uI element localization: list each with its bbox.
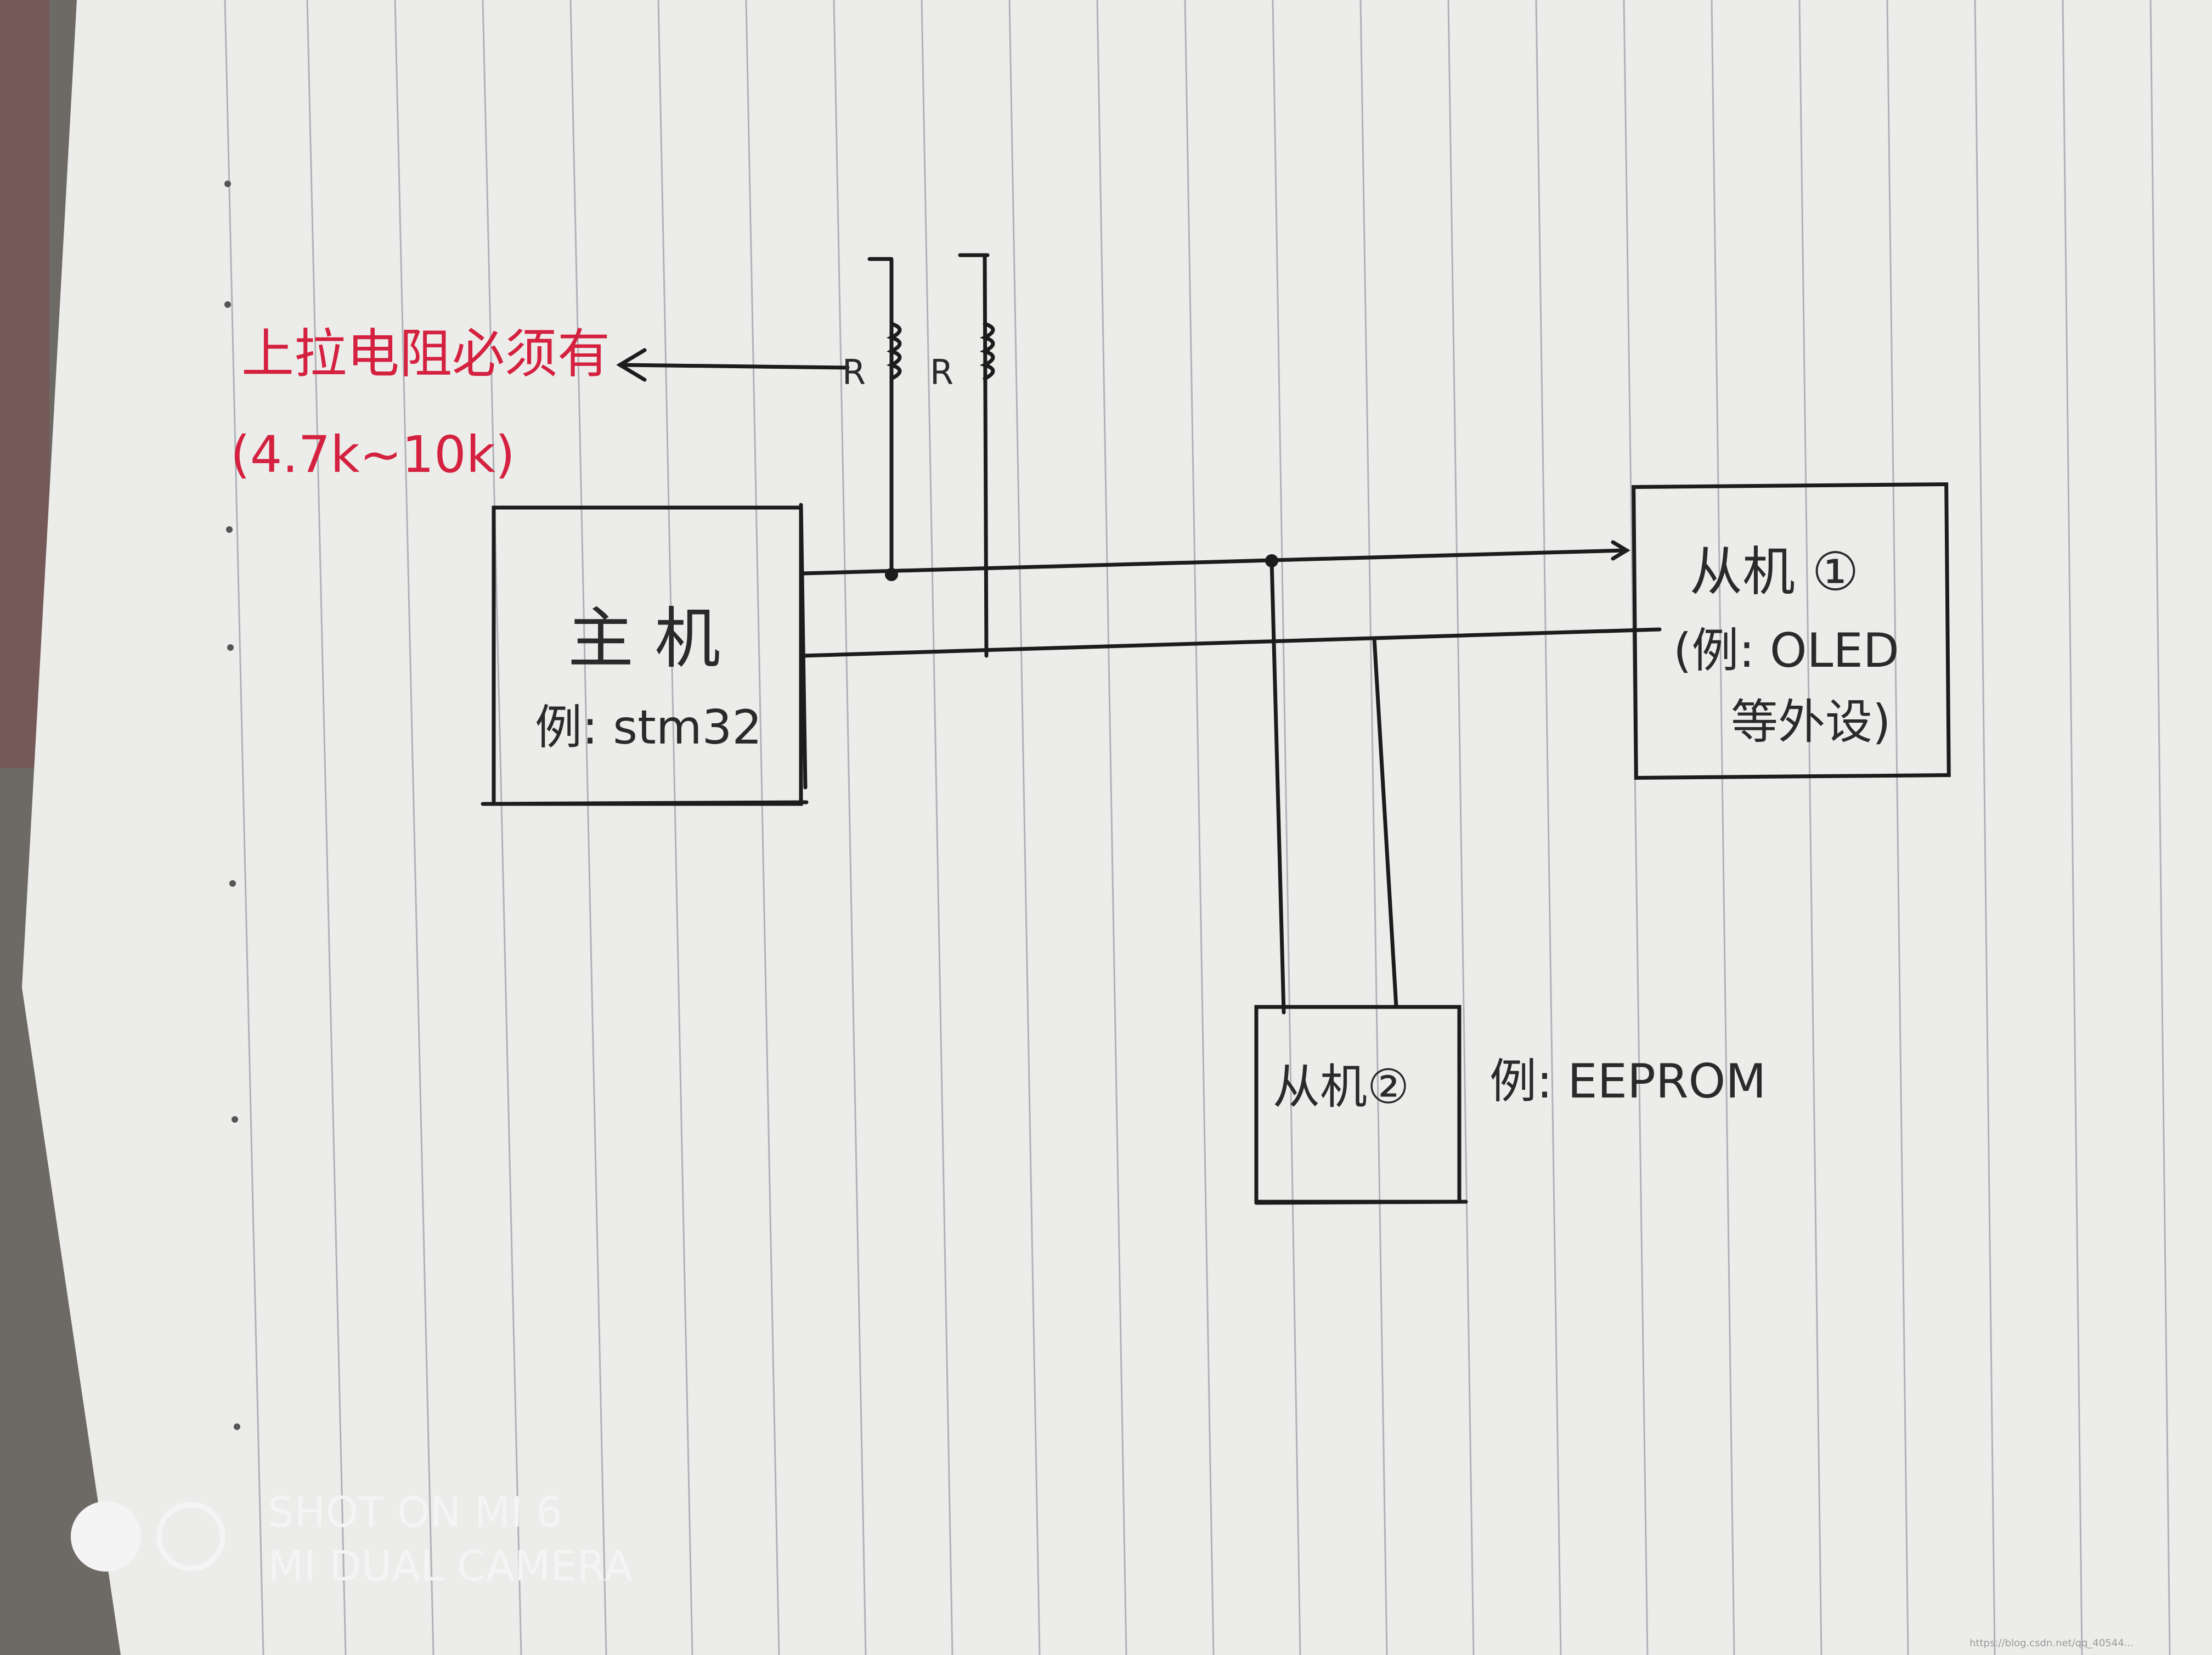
bus-line-scl — [800, 627, 1662, 658]
slave2-example: 例: EEPROM — [1489, 1054, 1767, 1109]
slave1-example-2: 等外设) — [1731, 695, 1891, 750]
circuit — [481, 253, 1951, 1205]
watermark-ring-circle — [156, 1502, 225, 1571]
resistor-2 — [979, 322, 995, 381]
slave1-example: (例: OLED — [1673, 623, 1899, 678]
bus-line-sda — [800, 548, 1626, 576]
resistor-label-2: R — [930, 352, 953, 392]
watermark-line-2: MI DUAL CAMERA — [268, 1541, 633, 1590]
master-example: 例: stm32 — [535, 700, 762, 755]
resistor-1 — [886, 322, 902, 381]
resistor-label-1: R — [842, 352, 866, 392]
source-url: https://blog.csdn.net/qq_40544... — [1970, 1637, 2134, 1649]
slave1-box — [1632, 482, 1951, 780]
slave1-title: 从机 ① — [1690, 541, 1859, 603]
slave2-title: 从机② — [1273, 1060, 1409, 1114]
watermark-line-1: SHOT ON MI 6 — [268, 1488, 562, 1536]
pullup-note: 上拉电阻必须有 — [241, 323, 610, 385]
margin-dots — [224, 181, 240, 1430]
junction-dot — [1265, 554, 1278, 567]
master-title: 主 机 — [568, 601, 720, 677]
pullup-range: (4.7k~10k) — [230, 425, 515, 484]
junction-dot — [885, 568, 898, 581]
paper-sheet — [22, 0, 2212, 1655]
ruled-lines — [224, 0, 2171, 1655]
watermark-filled-circle — [71, 1501, 141, 1572]
pullup-arrow — [618, 363, 850, 370]
camera-watermark: SHOT ON MI 6 MI DUAL CAMERA — [71, 1488, 633, 1590]
